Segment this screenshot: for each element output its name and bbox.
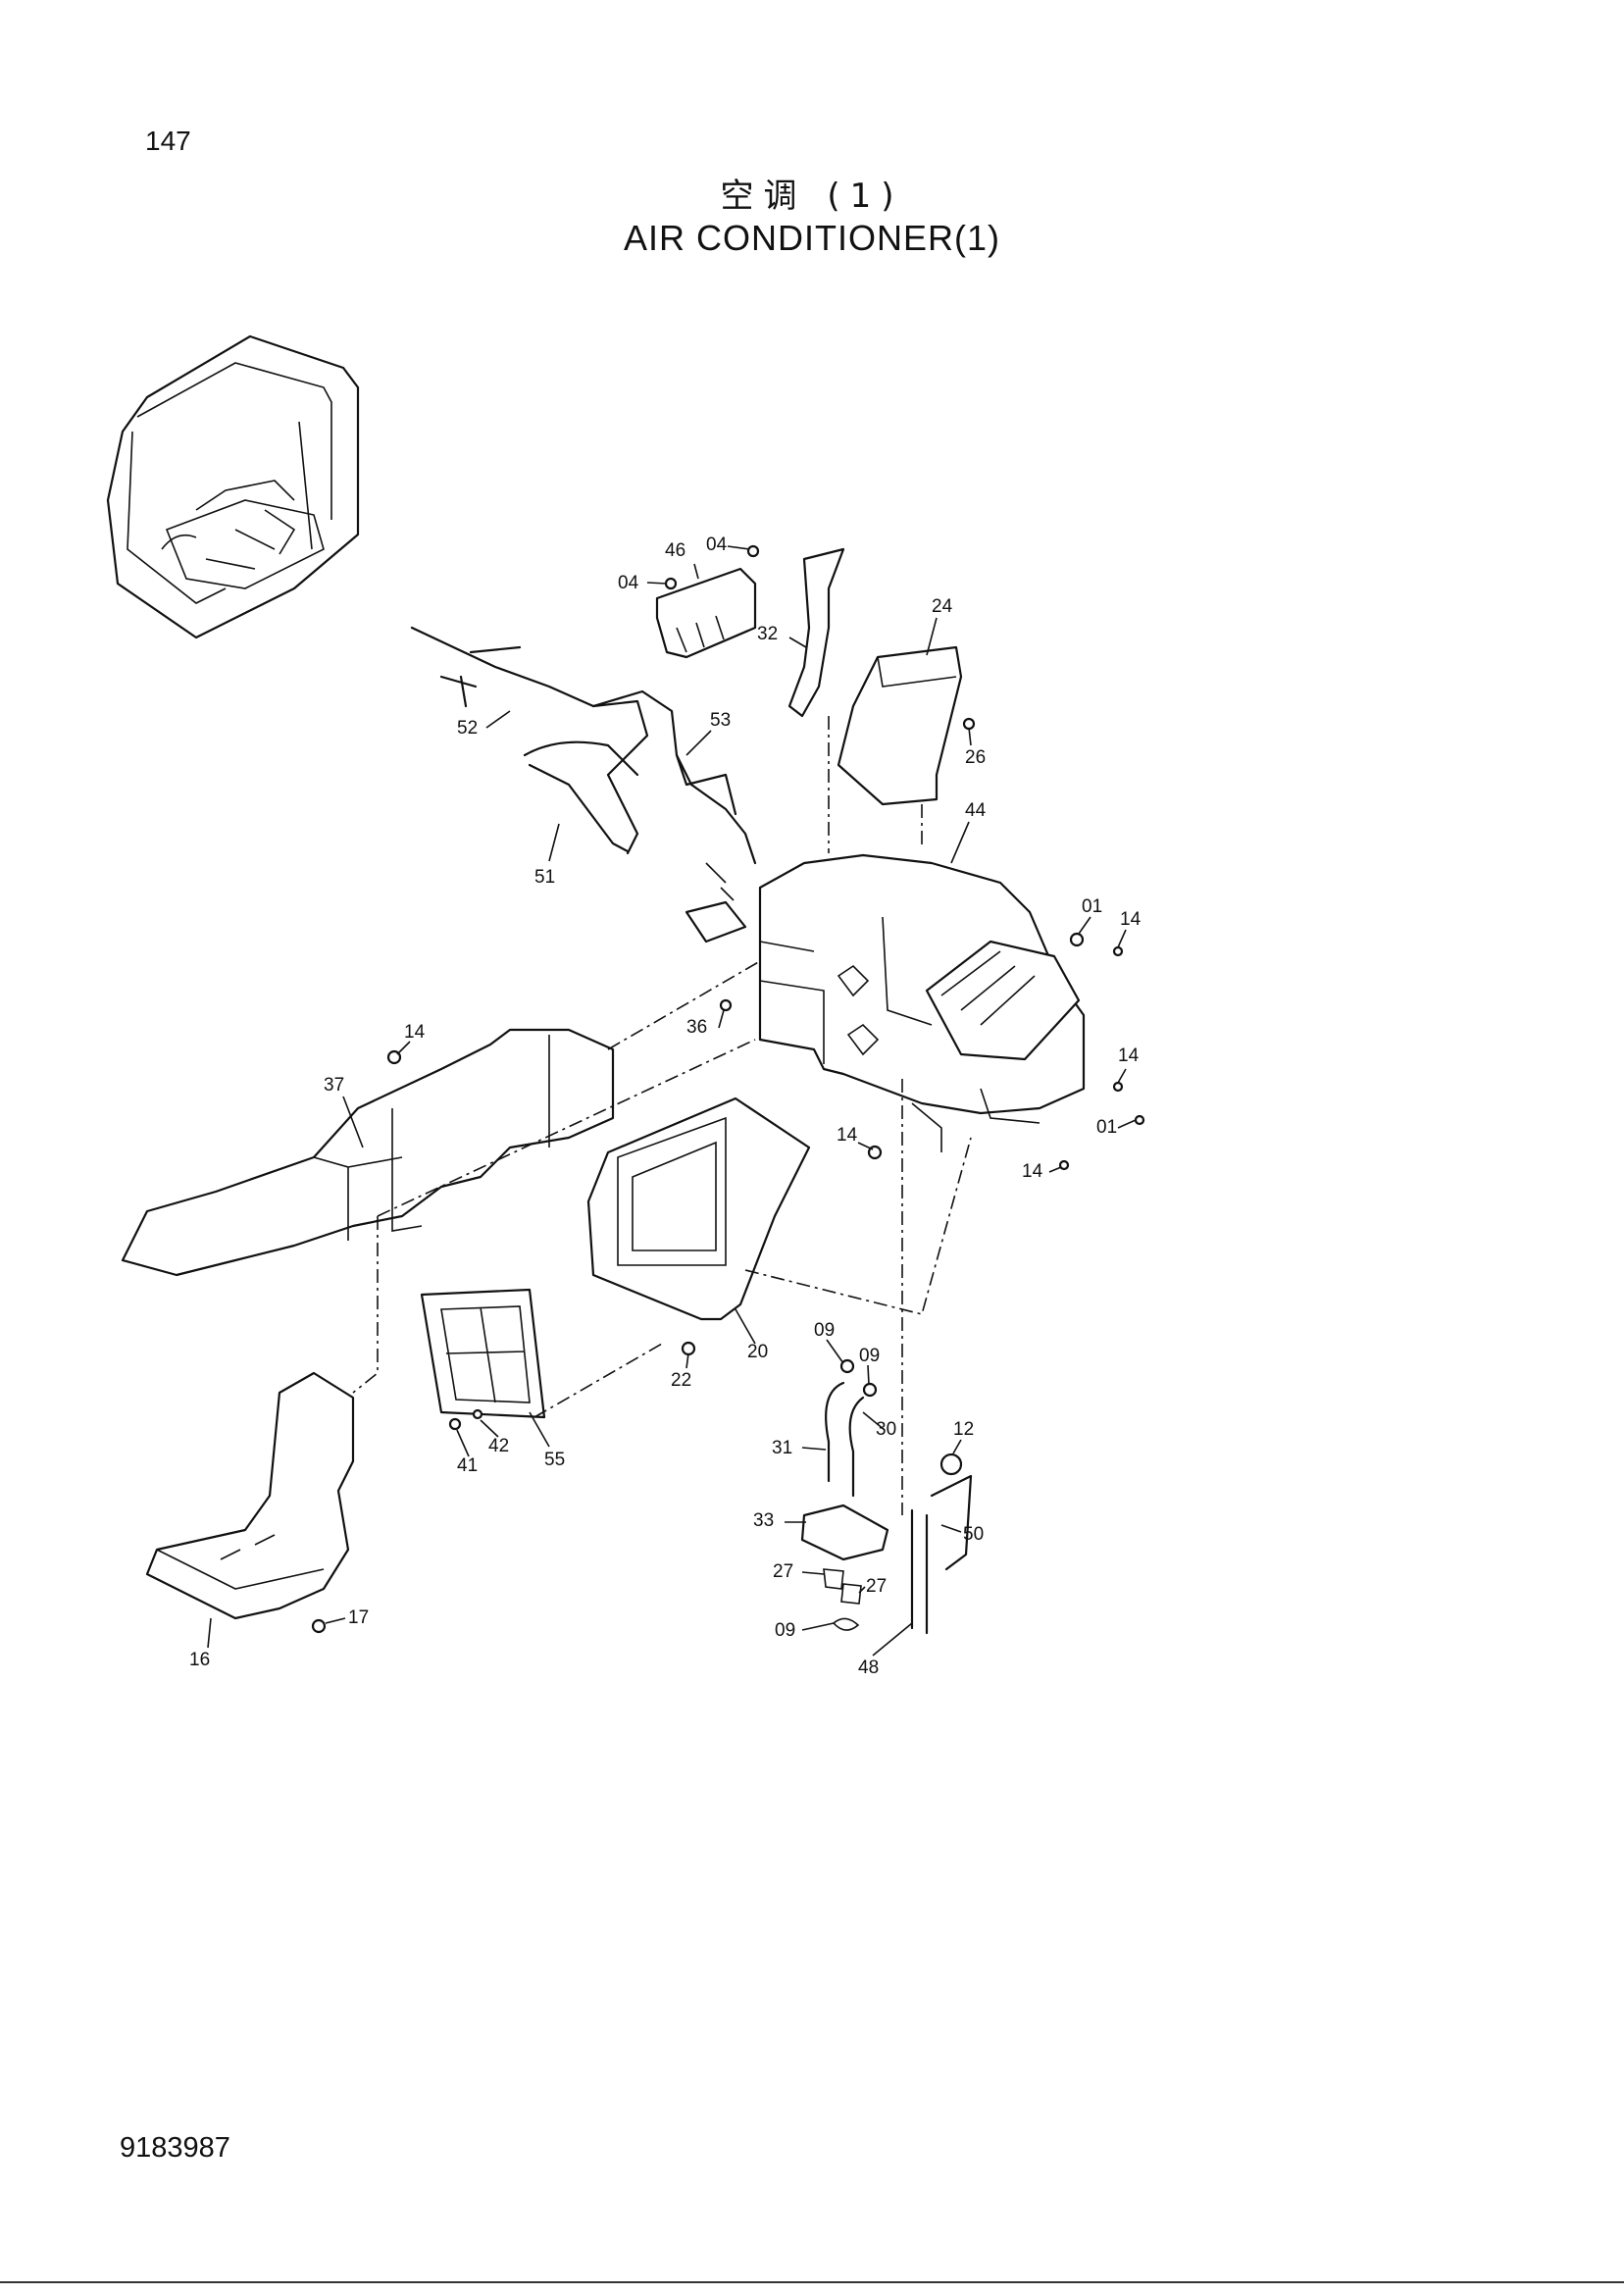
- callout-04a: 04: [618, 573, 639, 593]
- fasteners: [311, 544, 1145, 1634]
- callout-24: 24: [932, 596, 953, 617]
- callout-01b: 14: [837, 1125, 858, 1146]
- callout-52: 52: [457, 718, 478, 739]
- callout-14a: 14: [1120, 909, 1142, 930]
- callout-55: 55: [544, 1450, 565, 1470]
- callout-14d: 01: [1096, 1117, 1117, 1138]
- callout-36: 37: [324, 1075, 344, 1096]
- callout-42: 42: [488, 1436, 509, 1456]
- part-46-box: [655, 567, 757, 659]
- callout-48: 48: [858, 1658, 879, 1678]
- callout-04b: 04: [706, 535, 728, 555]
- callout-09c: 09: [775, 1620, 795, 1641]
- callout-33: 33: [753, 1510, 774, 1531]
- callout-44: 44: [965, 800, 987, 821]
- wire-harness: [410, 626, 757, 944]
- callout-37: 14: [404, 1022, 426, 1043]
- callout-30: 30: [876, 1419, 896, 1440]
- callout-50: 50: [963, 1524, 984, 1545]
- callout-leaders: [207, 545, 1137, 1657]
- document-number: 9183987: [120, 2132, 230, 2164]
- filter-55: [420, 1288, 546, 1419]
- callout-14e: 14: [1022, 1161, 1043, 1182]
- duct-24: [837, 645, 963, 806]
- callout-31: 31: [772, 1438, 792, 1458]
- callout-14c: 14: [1118, 1046, 1140, 1066]
- callout-26: 26: [965, 747, 986, 768]
- callout-22: 22: [671, 1370, 691, 1391]
- callout-41: 41: [457, 1455, 478, 1476]
- callout-27b: 27: [866, 1576, 887, 1597]
- callout-20: 20: [747, 1342, 768, 1362]
- cab-overview-illustration: [106, 334, 360, 639]
- part-20-frame: [586, 1096, 811, 1321]
- ac-unit-44: [758, 853, 1086, 1152]
- callout-32: 32: [757, 624, 778, 644]
- callout-14b: 36: [686, 1017, 707, 1038]
- callout-09a: 09: [814, 1320, 835, 1341]
- callout-01a: 01: [1082, 896, 1102, 917]
- leader-lines: [352, 716, 972, 1515]
- duct-32: [787, 547, 845, 718]
- callout-46: 46: [665, 540, 685, 561]
- pipes-and-bracket: [800, 1381, 973, 1635]
- duct-16: [145, 1371, 355, 1620]
- callout-27a: 27: [773, 1561, 793, 1582]
- callout-09b: 09: [859, 1346, 880, 1366]
- duct-36: [121, 1028, 615, 1277]
- callout-53: 53: [710, 710, 731, 731]
- callout-51: 51: [534, 867, 555, 888]
- bottom-rule: [0, 2281, 1624, 2283]
- callout-12: 12: [953, 1419, 974, 1440]
- callout-16: 16: [189, 1650, 210, 1670]
- callout-labels: 46 04 04 32 24 26 53 52 51 44 01 14 14 3…: [189, 535, 1142, 1678]
- title-chinese: 空调 (1): [720, 177, 904, 216]
- title-english: AIR CONDITIONER(1): [623, 218, 1000, 258]
- callout-17: 17: [348, 1607, 369, 1628]
- page-number: 147: [145, 126, 191, 156]
